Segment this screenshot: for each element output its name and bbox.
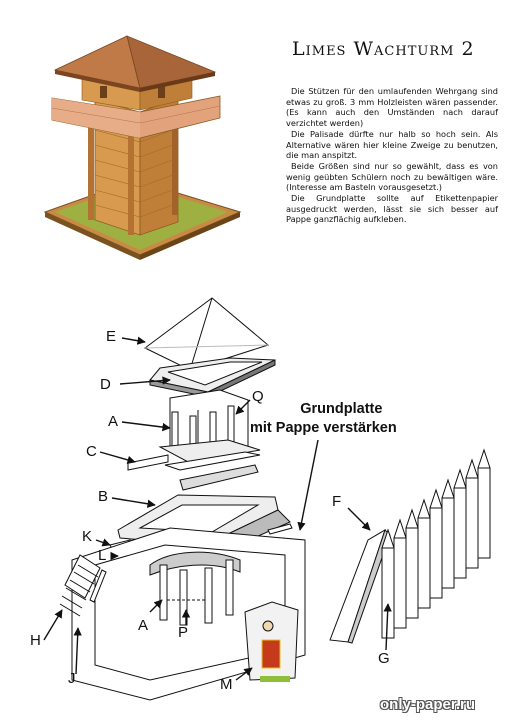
- callout-line: mit Pappe verstärken: [250, 420, 397, 436]
- label-l: L: [98, 547, 107, 564]
- label-b: B: [98, 488, 109, 505]
- callout-line: Grundplatte: [300, 401, 383, 417]
- palisade: [381, 448, 491, 639]
- label-k: K: [82, 528, 93, 545]
- base-plate-callout: Grundplatte mit Pappe verstärken: [250, 400, 397, 438]
- watermark: only-paper.ru: [380, 696, 476, 713]
- label-e: E: [106, 328, 117, 345]
- label-g: G: [378, 650, 390, 667]
- label-j: J: [68, 670, 76, 687]
- paragraph: Beide Größen sind nur so gewählt, dass e…: [286, 160, 498, 193]
- label-p: P: [178, 624, 189, 641]
- paragraph: Die Stützen für den umlaufenden Wehrgang…: [286, 86, 498, 129]
- label-c: C: [86, 443, 97, 460]
- label-a-lower: A: [138, 617, 149, 634]
- label-d: D: [100, 376, 111, 393]
- label-q: Q: [252, 388, 264, 405]
- instructions: Die Stützen für den umlaufenden Wehrgang…: [286, 86, 498, 225]
- paragraph: Die Palisade dürfte nur halb so hoch sei…: [286, 128, 498, 161]
- page-title: Limes Wachturm 2: [292, 38, 475, 60]
- paragraph: Die Grundplatte sollte auf Etikettenpapi…: [286, 193, 498, 225]
- label-a: A: [108, 413, 119, 430]
- label-f: F: [332, 493, 342, 510]
- label-m: M: [220, 676, 233, 693]
- label-h: H: [30, 632, 41, 649]
